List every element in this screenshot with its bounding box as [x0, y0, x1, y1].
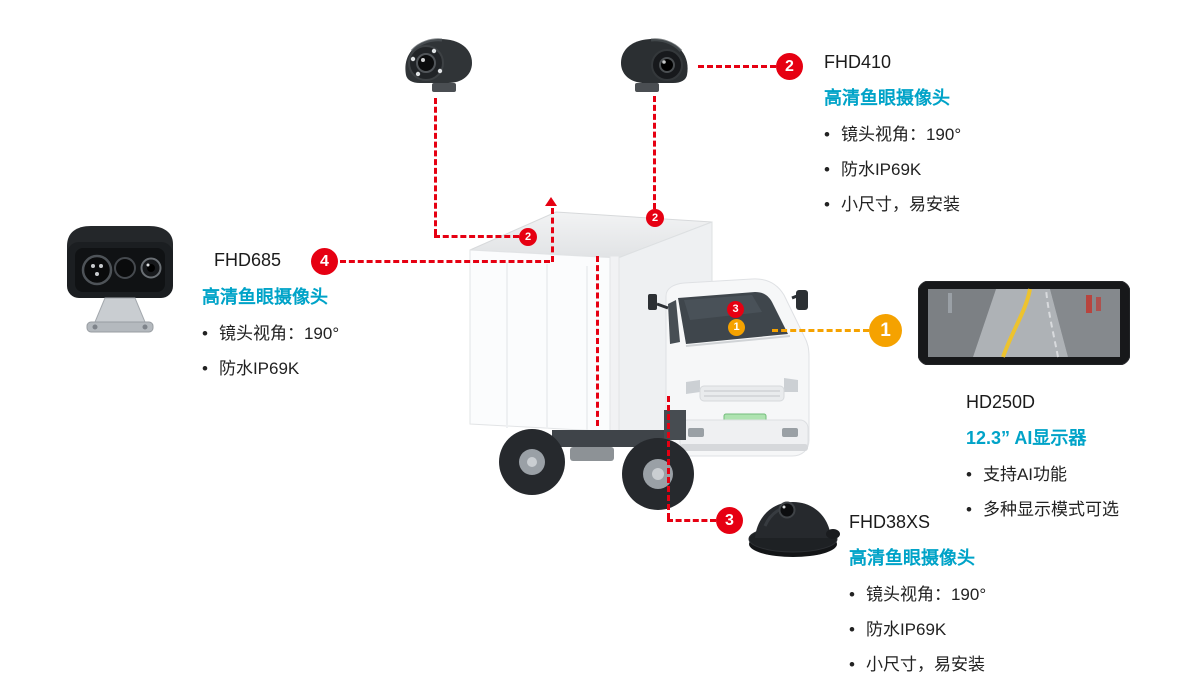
fhd685-model-name: FHD685 — [214, 250, 281, 271]
hd250d-monitor-svg — [918, 281, 1130, 365]
fhd410-heading: 高清鱼眼摄像头 — [824, 88, 950, 108]
fhd685-bullet-list: 镜头视角：190° 防水IP69K — [202, 319, 339, 379]
fhd685-spec-block: 高清鱼眼摄像头 镜头视角：190° 防水IP69K — [202, 272, 339, 389]
connector-arrow-up — [545, 197, 557, 206]
connector-box-edge — [596, 256, 599, 426]
fhd38xs-model-name: FHD38XS — [849, 512, 931, 532]
fhd410-spec-block: FHD410 高清鱼眼摄像头 镜头视角：190° 防水IP69K 小尺寸，易安装 — [824, 52, 961, 225]
hd250d-spec-block: HD250D 12.3” AI显示器 支持AI功能 多种显示模式可选 — [966, 392, 1119, 530]
fhd685-camera-svg — [67, 226, 173, 333]
spec-bullet: 小尺寸，易安装 — [849, 650, 986, 675]
spec-bullet: 镜头视角：190° — [824, 120, 961, 145]
spec-bullet: 多种显示模式可选 — [966, 495, 1119, 520]
fhd410-camera-right-svg — [621, 38, 688, 92]
fhd38xs-heading: 高清鱼眼摄像头 — [849, 548, 975, 568]
hd250d-model-name: HD250D — [966, 392, 1036, 412]
badge-1-hd250d: 1 — [869, 314, 902, 347]
fhd38xs-spec-block: FHD38XS 高清鱼眼摄像头 镜头视角：190° 防水IP69K 小尺寸，易安… — [849, 512, 986, 685]
badge-4-fhd685: 4 — [311, 248, 338, 275]
fhd410-camera-left-image — [396, 33, 480, 97]
truck-marker-cab-red: 3 — [727, 301, 744, 318]
spec-bullet: 镜头视角：190° — [202, 319, 339, 344]
fhd685-camera-image — [57, 220, 183, 338]
connector-fhd410-badge — [698, 65, 776, 68]
hd250d-bullet-list: 支持AI功能 多种显示模式可选 — [966, 460, 1119, 520]
fhd685-heading: 高清鱼眼摄像头 — [202, 287, 328, 307]
fhd410-model-name: FHD410 — [824, 52, 892, 72]
truck-marker-roof-mid: 2 — [646, 209, 664, 227]
fhd410-bullet-list: 镜头视角：190° 防水IP69K 小尺寸，易安装 — [824, 120, 961, 215]
badge-3-fhd38xs: 3 — [716, 507, 743, 534]
spec-bullet: 小尺寸，易安装 — [824, 190, 961, 215]
truck-marker-cab-orange: 1 — [728, 319, 745, 336]
fhd685-model-text: FHD685 — [214, 250, 282, 270]
truck-image — [452, 192, 842, 532]
spec-bullet: 支持AI功能 — [966, 460, 1119, 485]
spec-bullet: 防水IP69K — [202, 354, 339, 379]
connector-fhd38xs-vertical — [667, 396, 670, 519]
spec-bullet: 防水IP69K — [849, 615, 986, 640]
connector-fhd38xs-horizontal — [667, 519, 716, 522]
fhd410-camera-left-svg — [405, 38, 472, 92]
badge-2-fhd410: 2 — [776, 53, 803, 80]
fhd38xs-camera-svg — [748, 501, 840, 557]
connector-hd250d-badge — [772, 329, 869, 332]
connector-fhd685-badge — [340, 260, 550, 263]
truck-svg — [469, 211, 810, 510]
fhd38xs-bullet-list: 镜头视角：190° 防水IP69K 小尺寸，易安装 — [849, 580, 986, 675]
spec-bullet: 镜头视角：190° — [849, 580, 986, 605]
connector-cam-left-vertical — [434, 98, 437, 235]
hd250d-monitor-image — [918, 281, 1130, 365]
connector-cam-right-vertical — [653, 96, 656, 209]
spec-bullet: 防水IP69K — [824, 155, 961, 180]
hd250d-heading: 12.3” AI显示器 — [966, 428, 1087, 448]
connector-roof-corner — [551, 208, 554, 262]
fhd410-camera-right-image — [613, 33, 697, 97]
fhd38xs-camera-image — [745, 486, 845, 560]
truck-marker-roof-left: 2 — [519, 228, 537, 246]
connector-cam-left-horizontal — [434, 235, 519, 238]
